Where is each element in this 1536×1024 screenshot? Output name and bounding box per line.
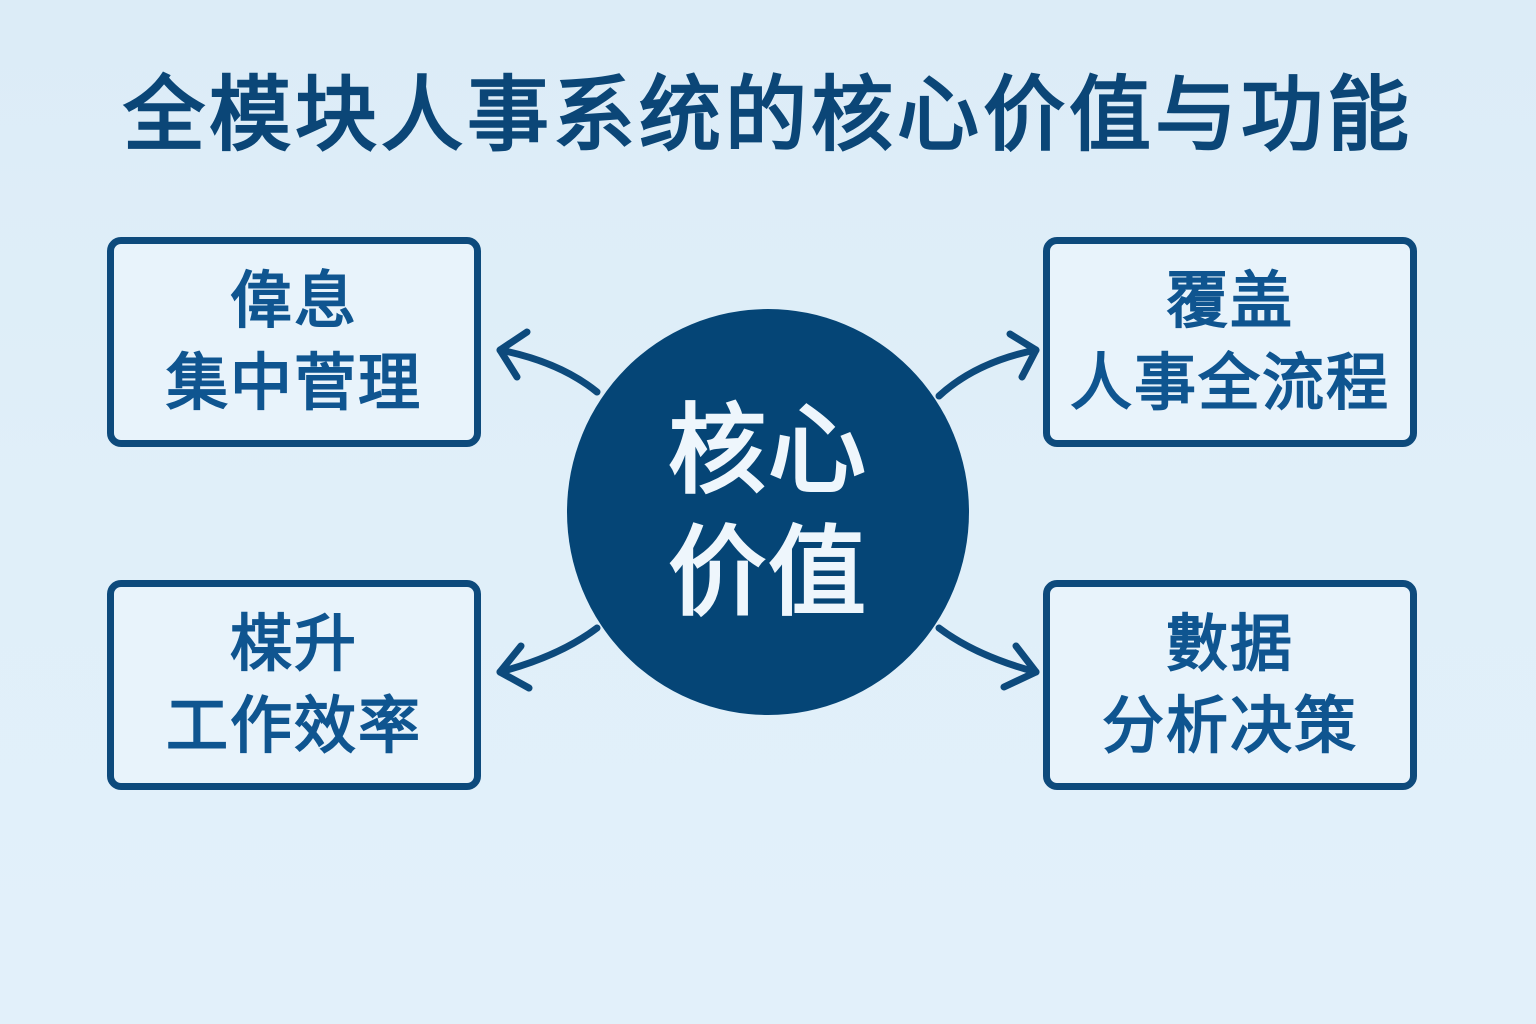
box-subheading: 集中菅理 (165, 346, 422, 419)
arrow-to-bottom-right-icon (935, 624, 1040, 676)
core-value-line2: 价值 (667, 516, 868, 630)
value-box-work-efficiency: 楳升 工作效率 (107, 580, 481, 790)
core-value-line1: 核心 (667, 394, 868, 508)
arrow-to-top-right-icon (935, 346, 1040, 400)
box-subheading: 分析决策 (1101, 689, 1358, 762)
box-subheading: 人事全流程 (1069, 346, 1390, 419)
box-heading: 數据 (1165, 607, 1294, 680)
value-box-data-analysis: 數据 分析决策 (1043, 580, 1417, 790)
value-box-info-management: 偉息 集中菅理 (107, 237, 481, 447)
box-heading: 偉息 (229, 264, 358, 337)
box-heading: 楳升 (229, 607, 358, 680)
diagram-title: 全模块人事系统的核心价值与功能 (122, 68, 1413, 163)
box-heading: 覆盖 (1165, 264, 1294, 337)
core-value-circle: 核心 价值 (567, 309, 969, 715)
arrow-to-bottom-left-icon (496, 624, 601, 676)
arrow-to-top-left-icon (496, 346, 601, 396)
box-subheading: 工作效率 (165, 689, 422, 762)
value-box-full-hr-process: 覆盖 人事全流程 (1043, 237, 1417, 447)
